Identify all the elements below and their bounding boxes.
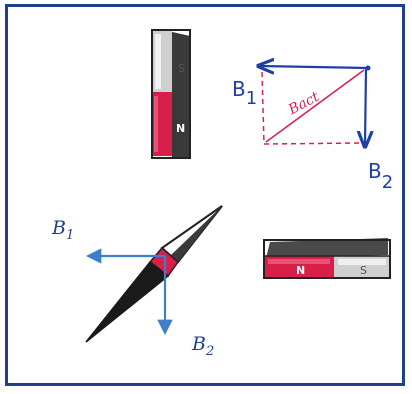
vertical-magnet-bottom-letter: N [176,122,185,135]
horizontal-magnet-left-letter: N [296,264,305,277]
compass-needle [85,205,223,343]
sketch-b1-arrow [260,66,369,68]
needle-black-half [85,260,170,343]
sketch-dashed-bottom [263,142,363,145]
vector-sum-sketch: Bact [260,66,371,146]
sketch-b1-label: B1 [232,77,257,109]
needle-white-half [160,205,223,264]
vertical-magnet-top-letter: S [178,62,185,75]
vertical-bar-magnet: S N [151,28,191,159]
b2-label: B2 [191,333,214,359]
sketch-resultant-line [265,69,365,143]
sketch-b2-label: B2 [368,159,393,193]
horizontal-magnet-right-letter: S [360,264,367,277]
horizontal-bar-magnet: N S [263,238,391,279]
field-vectors [85,248,173,336]
b1-label: B1 [51,217,74,243]
sketch-dashed-left [261,71,265,145]
sketch-b2-arrow [365,67,366,145]
